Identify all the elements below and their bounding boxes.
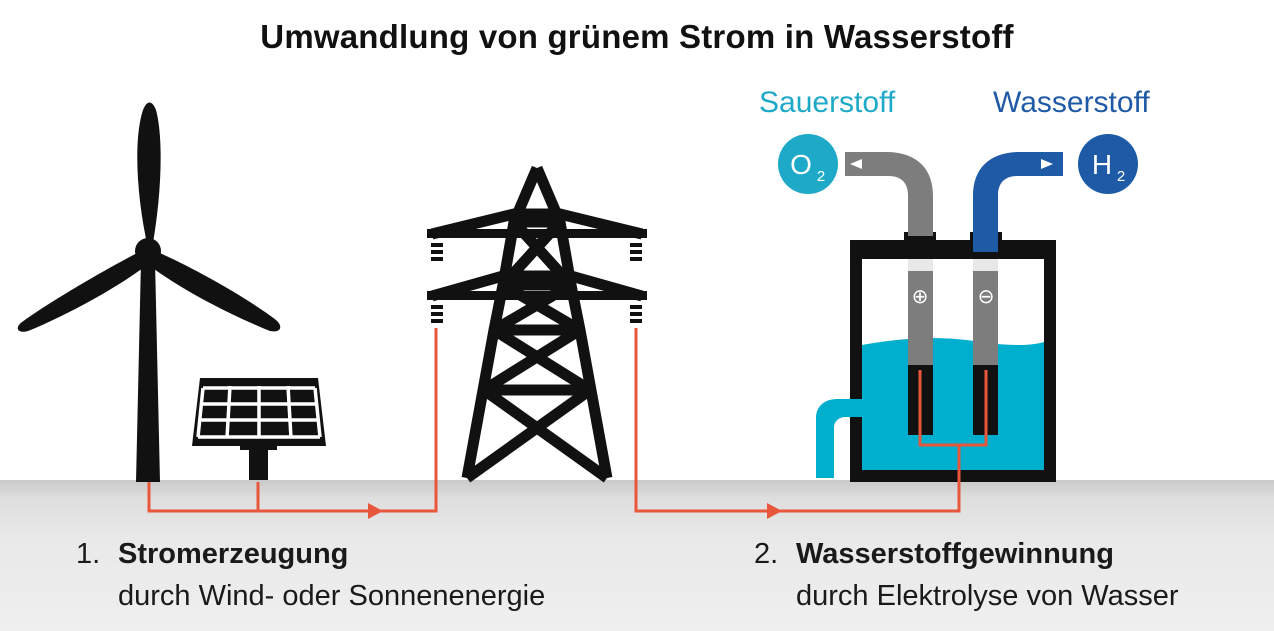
step-description: durch Elektrolyse von Wasser <box>796 580 1179 612</box>
power-wires <box>147 328 988 513</box>
step-heading: Wasserstoffgewinnung <box>796 538 1114 570</box>
hydrogen-pipe <box>973 152 1063 252</box>
oxygen-pipe <box>845 152 933 236</box>
oxygen-label: Sauerstoff <box>759 86 896 119</box>
water-fill <box>862 338 1044 470</box>
step-number: 2. <box>754 538 779 570</box>
hydrogen-label: Wasserstoff <box>993 86 1150 119</box>
anode-plus-icon: ⊕ <box>912 284 929 308</box>
diagram-title: Umwandlung von grünem Strom in Wassersto… <box>260 18 1014 55</box>
oxygen-molecule-icon: O 2 <box>778 134 838 194</box>
electrolyser-icon <box>816 152 1063 482</box>
water-inlet-pipe <box>816 399 862 478</box>
svg-text:O: O <box>790 149 812 180</box>
step-description: durch Wind- oder Sonnenenergie <box>118 580 546 612</box>
arrow-icon <box>767 503 782 519</box>
wind-turbine-icon <box>17 102 281 482</box>
cathode-minus-icon: ⊖ <box>978 284 995 308</box>
step-number: 1. <box>76 538 101 570</box>
svg-text:2: 2 <box>1117 168 1125 185</box>
svg-text:2: 2 <box>817 168 825 185</box>
arrow-icon <box>368 503 383 519</box>
power-pylon-icon <box>427 165 647 483</box>
step-heading: Stromerzeugung <box>118 538 349 570</box>
hydrogen-molecule-icon: H 2 <box>1078 134 1138 194</box>
solar-panel-icon <box>192 378 326 480</box>
svg-text:H: H <box>1092 149 1112 180</box>
